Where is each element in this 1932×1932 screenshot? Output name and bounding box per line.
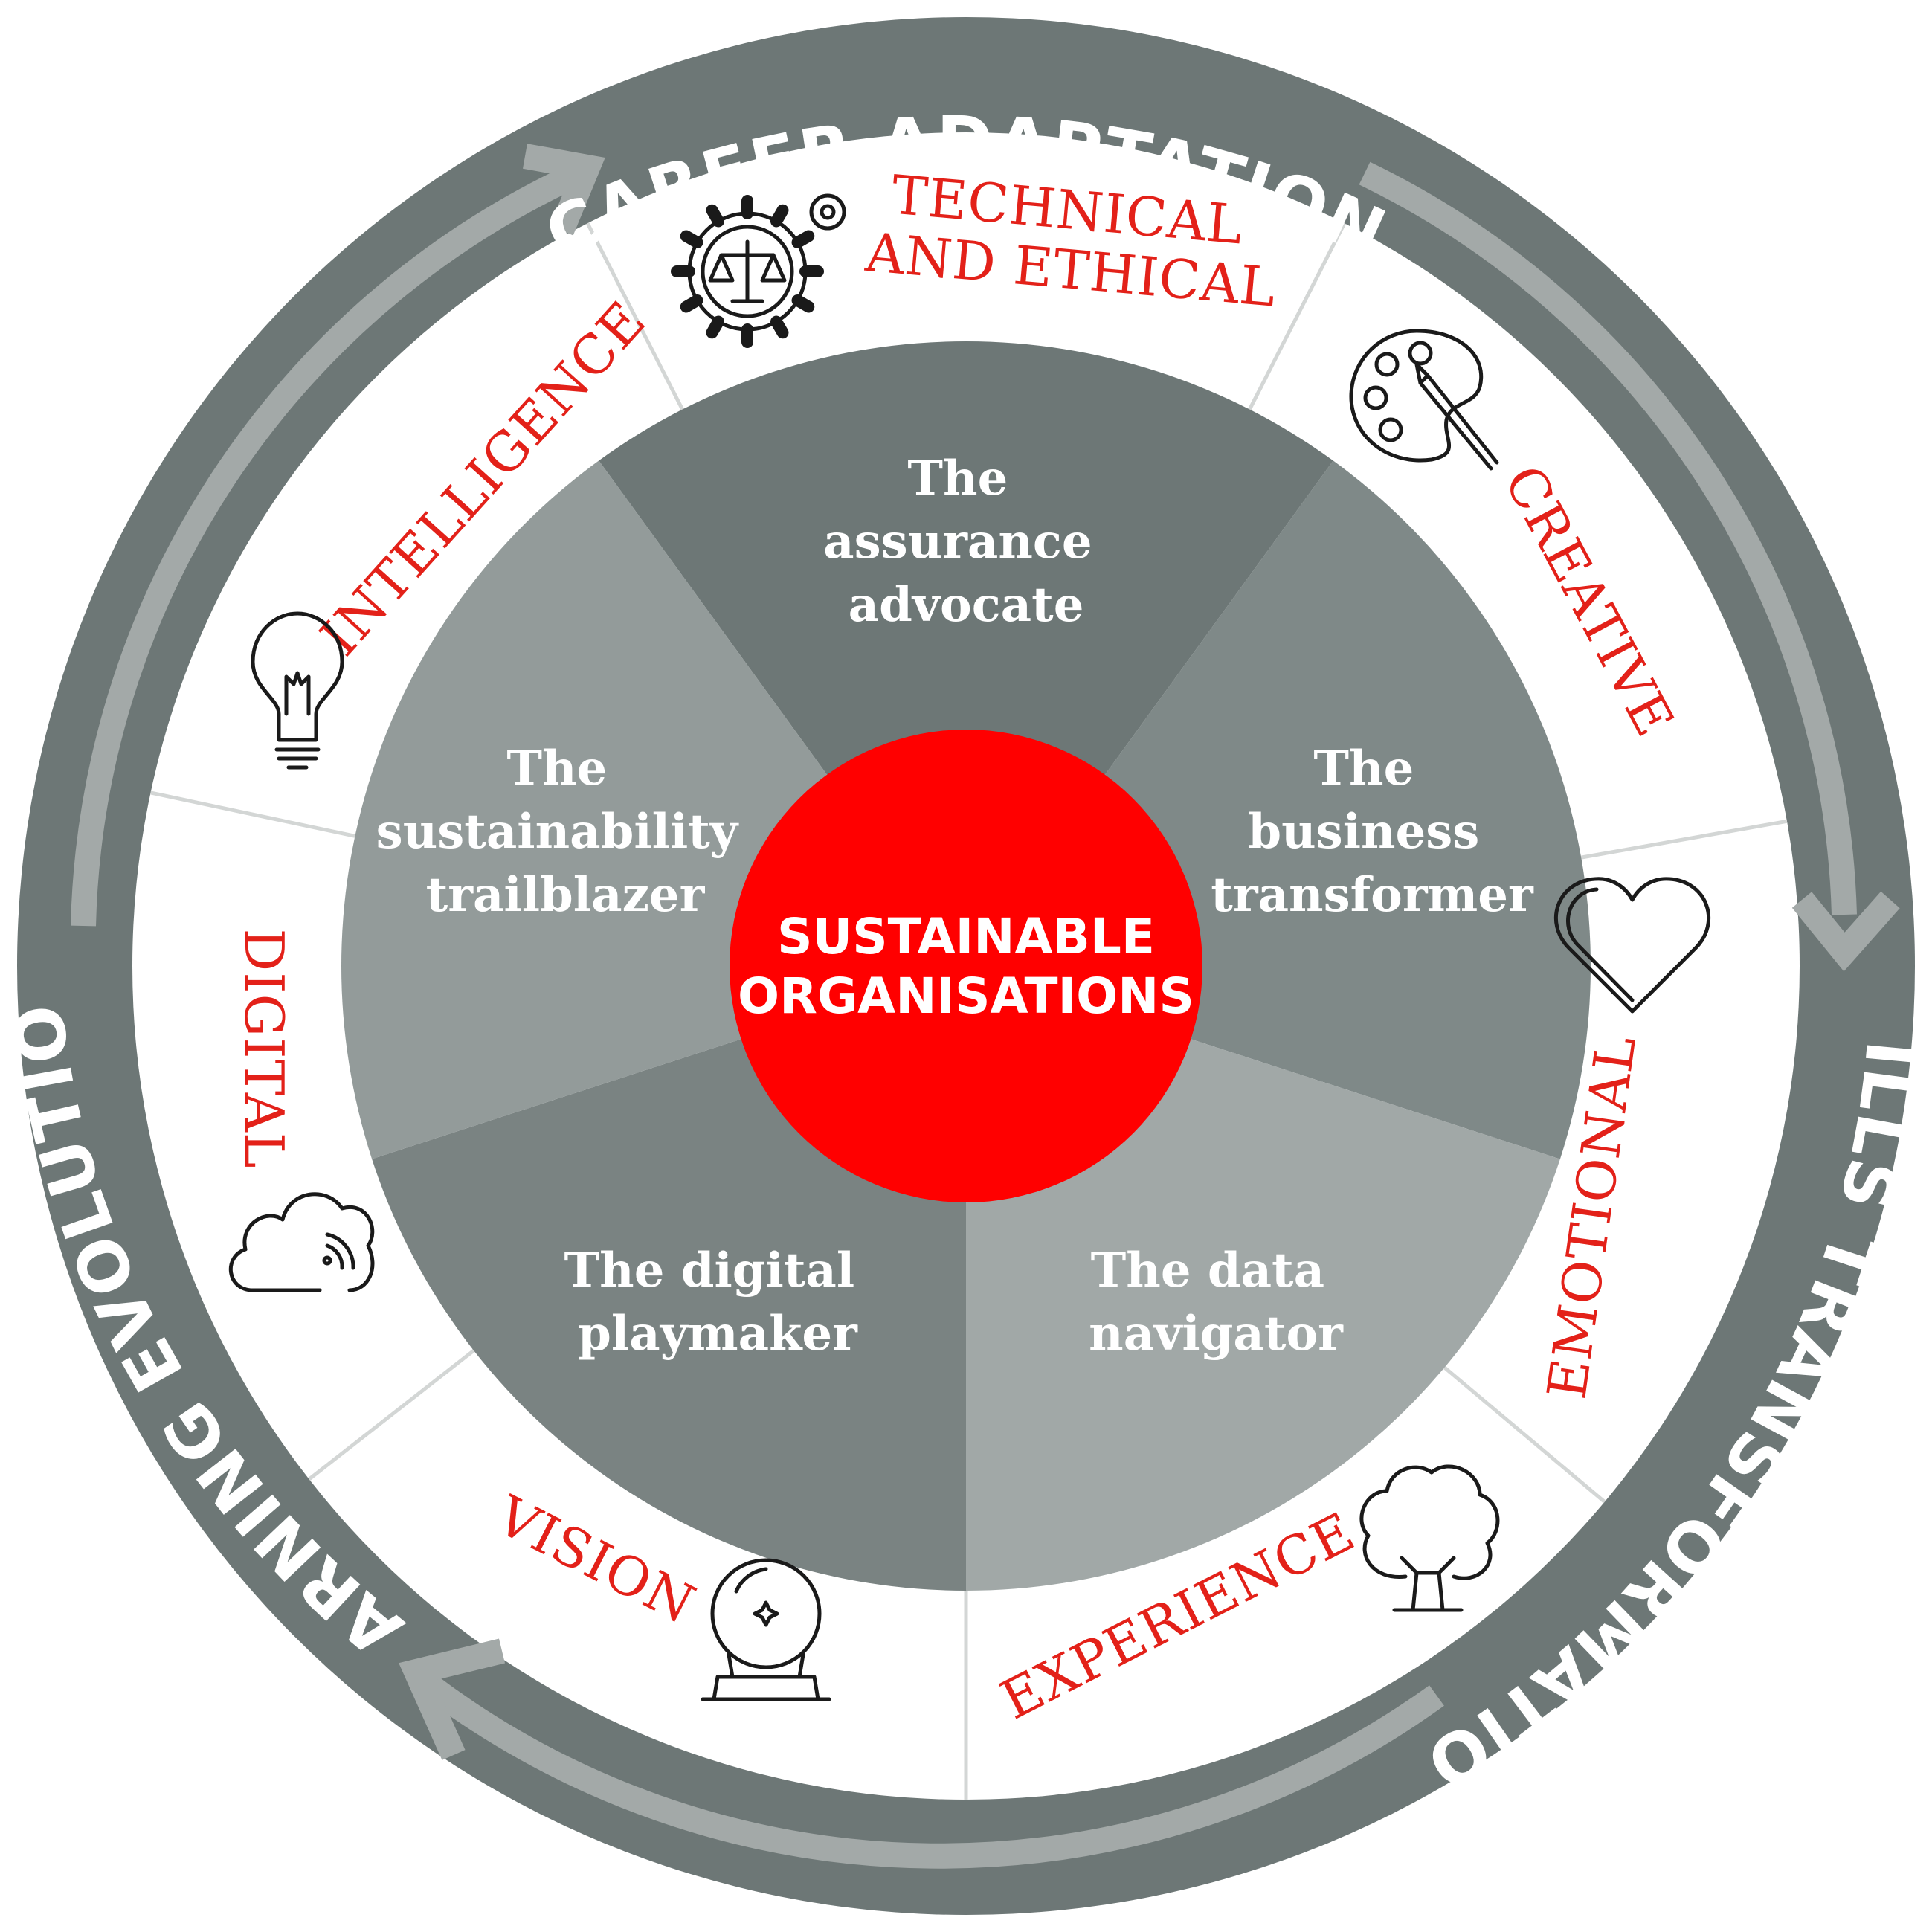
gear-tooth xyxy=(706,204,724,228)
gear-tooth xyxy=(791,230,815,248)
tree-icon xyxy=(1359,1464,1500,1612)
center-label-line2: ORGANISATIONS xyxy=(738,967,1194,1025)
role-sustainability-trailblazer: The sustainability trailblazer xyxy=(376,741,755,923)
arrow-head-bottom xyxy=(399,1638,506,1760)
gear-tooth xyxy=(791,294,815,313)
arrow-left xyxy=(71,165,577,927)
segment-assurance-advocate xyxy=(599,341,1333,966)
cycle-arrows xyxy=(71,144,1900,1869)
center-circle xyxy=(730,730,1202,1202)
gear-tooth xyxy=(770,315,789,339)
gear-tooth xyxy=(680,294,703,313)
role-business-transformer: The business transformer xyxy=(1211,741,1534,923)
cloud-icon xyxy=(228,1192,375,1292)
skill-digital: DIGITAL xyxy=(233,928,295,1168)
skill-divider-1 xyxy=(585,222,684,410)
heart-icon xyxy=(1554,877,1710,1014)
skill-divider-3 xyxy=(1580,819,1788,860)
arrow-head-right xyxy=(1791,891,1900,972)
palette-icon xyxy=(1349,329,1499,471)
skill-divider-7 xyxy=(149,790,355,838)
arrow-bottom xyxy=(419,1674,1444,1869)
skill-divider-2 xyxy=(1248,222,1347,410)
skill-divider-6 xyxy=(308,1349,475,1481)
gear-tooth xyxy=(770,204,789,228)
lightbulb-icon xyxy=(251,611,344,770)
skill-dividers xyxy=(149,222,1788,1800)
role-assurance-advocate: The assurance advocate xyxy=(823,451,1109,633)
role-labels: The assurance advocate The business tran… xyxy=(376,451,1534,1362)
gear-scales-icon xyxy=(671,193,846,348)
gear-tooth xyxy=(706,315,724,339)
gear-tooth xyxy=(680,230,703,248)
skill-divider-4 xyxy=(1443,1366,1606,1504)
arrow-head-left xyxy=(523,144,605,236)
crystal-ball-icon xyxy=(701,1558,831,1701)
role-digital-playmaker: The digital playmaker xyxy=(564,1243,872,1362)
center-label-line1: SUSTAINABLE xyxy=(777,908,1155,965)
arrow-top-right xyxy=(1359,161,1857,915)
role-data-navigator: The data navigator xyxy=(1089,1243,1344,1362)
